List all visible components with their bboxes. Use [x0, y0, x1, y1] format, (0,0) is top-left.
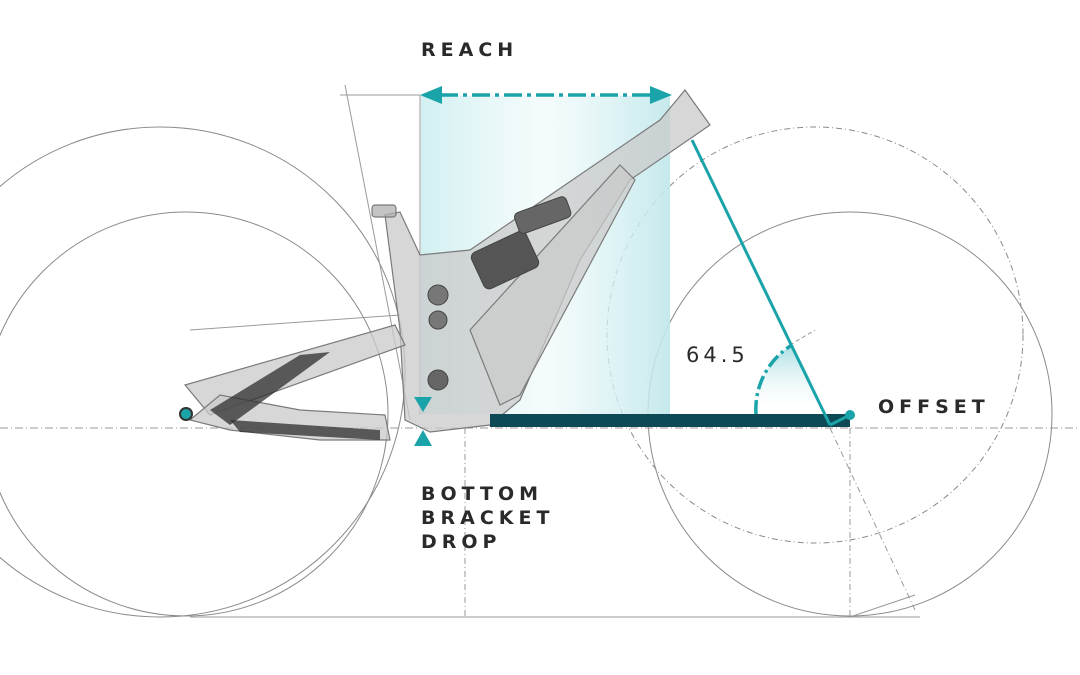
reach-arrow	[420, 86, 672, 104]
bike-frame	[183, 89, 711, 441]
fork-line	[690, 139, 832, 426]
rear-wheel	[0, 126, 406, 618]
rear-axle	[179, 407, 193, 421]
reference-lines	[0, 84, 1080, 618]
bb-height-bar	[490, 414, 850, 427]
front-axle	[845, 410, 855, 420]
bb-drop-label-line3: DROP	[421, 531, 502, 553]
bb-drop-markers	[414, 397, 432, 446]
bb-drop-label-line2: BRACKET	[421, 507, 555, 529]
head-angle-value: 64.5	[686, 343, 749, 367]
rear-shock	[427, 196, 572, 391]
reach-label: REACH	[421, 39, 519, 61]
front-wheel	[606, 126, 1053, 617]
offset-label: OFFSET	[878, 396, 990, 418]
bb-drop-label-line1: BOTTOM	[421, 483, 544, 505]
head-angle-arc	[754, 343, 793, 415]
